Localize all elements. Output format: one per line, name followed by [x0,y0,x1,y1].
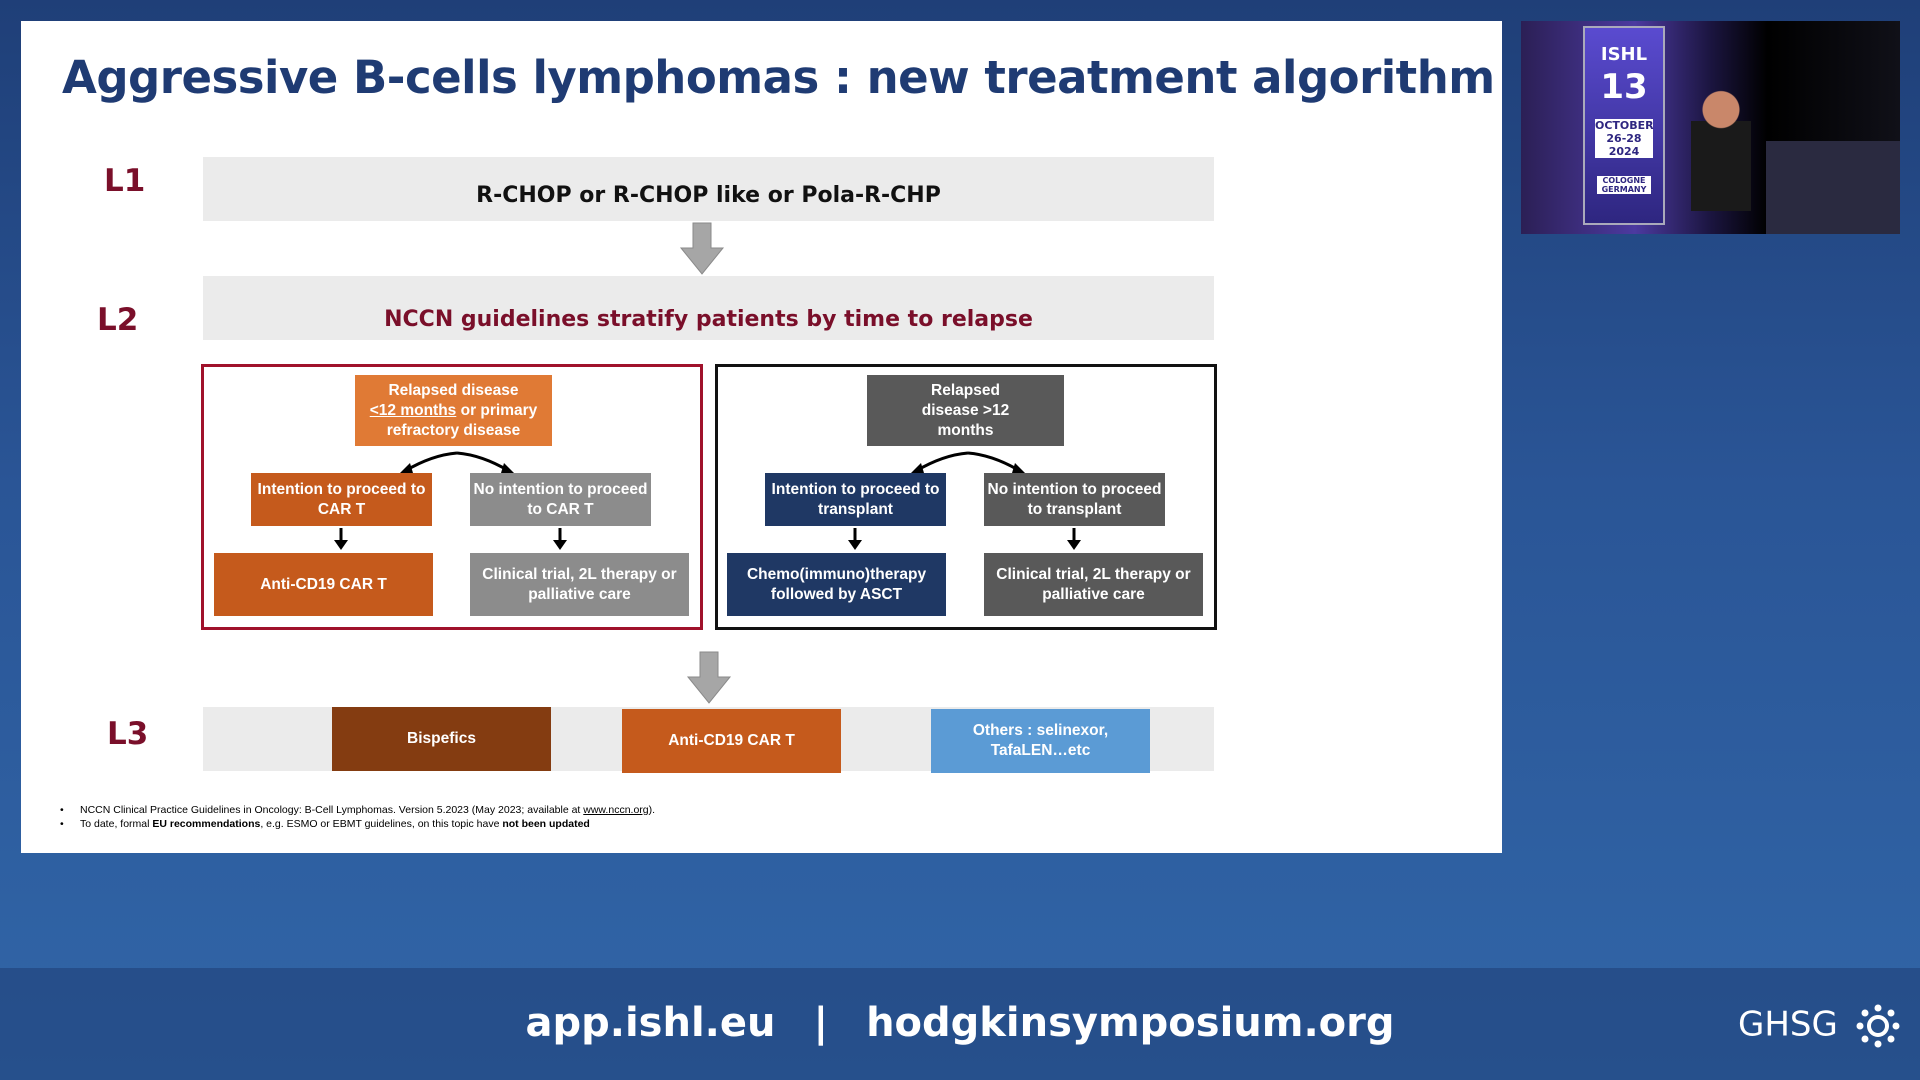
slide-title: Aggressive B-cells lymphomas : new treat… [62,51,1495,104]
down-small-arrow-icon [1067,528,1081,550]
url-separator: | [813,1000,829,1046]
split-arrow-icon [399,451,515,474]
no-transplant-intention-text: No intention to proceed to transplant [987,480,1162,518]
no-car-t-intention-box: No intention to proceed to CAR T [470,473,651,526]
down-small-arrow-icon [553,528,567,550]
clinical-trial-left-box: Clinical trial, 2L therapy or palliative… [470,553,689,616]
footnote-2-d: not been updated [502,818,590,830]
l3-car-t-text: Anti-CD19 CAR T [668,732,795,749]
early-relapse-rest: or primary refractory disease [386,401,538,439]
ghsg-brand-text: GHSG [1738,1004,1838,1045]
down-small-arrow-icon [334,528,348,550]
chemo-asct-result-text: Chemo(immuno)therapy followed by ASCT [746,565,927,603]
clinical-trial-left-text: Clinical trial, 2L therapy or palliative… [482,565,677,603]
l1-treatment-band: R-CHOP or R-CHOP like or Pola-R-CHP [203,157,1214,221]
clinical-trial-right-box: Clinical trial, 2L therapy or palliative… [984,553,1203,616]
banner-city: COLOGNE GERMANY [1597,176,1651,194]
footer-bar [0,968,1920,1080]
bispecifics-box: Bispefics [332,707,551,771]
l2-guideline-text: NCCN guidelines stratify patients by tim… [384,306,1033,332]
banner-dates: OCTOBER 26-28 2024 [1595,119,1654,158]
footnote-2-a: To date, formal [80,818,153,830]
no-transplant-intention-box: No intention to proceed to transplant [984,473,1165,526]
level-label-l1: L1 [104,163,146,199]
clinical-trial-right-text: Clinical trial, 2L therapy or palliative… [996,565,1191,603]
no-car-t-intention-text: No intention to proceed to CAR T [473,480,648,518]
l1-treatment-text: R-CHOP or R-CHOP like or Pola-R-CHP [476,182,941,208]
transplant-intention-text: Intention to proceed to transplant [771,480,940,518]
down-arrow-icon [679,222,725,275]
ghsg-emblem-icon [1856,1004,1900,1048]
level-label-l2: L2 [97,302,139,338]
late-relapse-box: Relapsed disease >12 months [867,375,1064,446]
late-relapse-panel [715,364,1217,630]
others-box: Others : selinexor, TafaLEN…etc [931,709,1150,773]
symposium-url-link[interactable]: hodgkinsymposium.org [866,1000,1395,1046]
event-banner: ISHL 13 OCTOBER 26-28 2024 COLOGNE GERMA… [1583,26,1665,225]
early-relapse-underlined: <12 months [369,401,457,419]
presentation-slide: Aggressive B-cells lymphomas : new treat… [21,21,1502,853]
anti-cd19-car-t-result-text: Anti-CD19 CAR T [260,575,387,593]
early-relapse-box: Relapsed disease <12 months or primary r… [355,375,552,446]
down-small-arrow-icon [848,528,862,550]
level-label-l3: L3 [107,716,149,752]
anti-cd19-car-t-result-box: Anti-CD19 CAR T [214,553,433,616]
footnote-1-text: NCCN Clinical Practice Guidelines in Onc… [80,804,584,816]
split-arrow-icon [910,451,1026,474]
l2-guideline-band: NCCN guidelines stratify patients by tim… [203,276,1214,340]
nccn-link[interactable]: www.nccn.org [583,804,649,816]
ghsg-logo: GHSG [1738,1003,1901,1049]
early-relapse-panel [201,364,703,630]
car-t-intention-text: Intention to proceed to CAR T [257,480,426,518]
transplant-intention-box: Intention to proceed to transplant [765,473,946,526]
footnote-1-end: ). [648,804,656,816]
late-relapse-text: Relapsed disease >12 months [921,381,1010,439]
l3-car-t-box: Anti-CD19 CAR T [622,709,841,773]
chemo-asct-result-box: Chemo(immuno)therapy followed by ASCT [727,553,946,616]
early-relapse-line1: Relapsed disease [388,381,519,399]
speaker-video-inset: ISHL 13 OCTOBER 26-28 2024 COLOGNE GERMA… [1521,21,1900,234]
car-t-intention-box: Intention to proceed to CAR T [251,473,432,526]
app-url-link[interactable]: app.ishl.eu [525,1000,776,1046]
bispecifics-text: Bispefics [407,730,476,747]
banner-number: 13 [1600,67,1648,107]
banner-logo: ISHL [1600,44,1648,65]
others-text: Others : selinexor, TafaLEN…etc [972,722,1109,759]
speaker-figure [1691,81,1751,211]
footnote-2: •To date, formal EU recommendations, e.g… [60,818,590,830]
footnote-1: •NCCN Clinical Practice Guidelines in On… [60,804,656,816]
footnote-2-b: EU recommendations [152,818,261,830]
footer-urls: app.ishl.eu | hodgkinsymposium.org [0,1000,1920,1046]
podium [1766,141,1900,234]
footnote-2-c: , e.g. ESMO or EBMT guidelines, on this … [260,818,503,830]
down-arrow-icon [686,651,732,704]
